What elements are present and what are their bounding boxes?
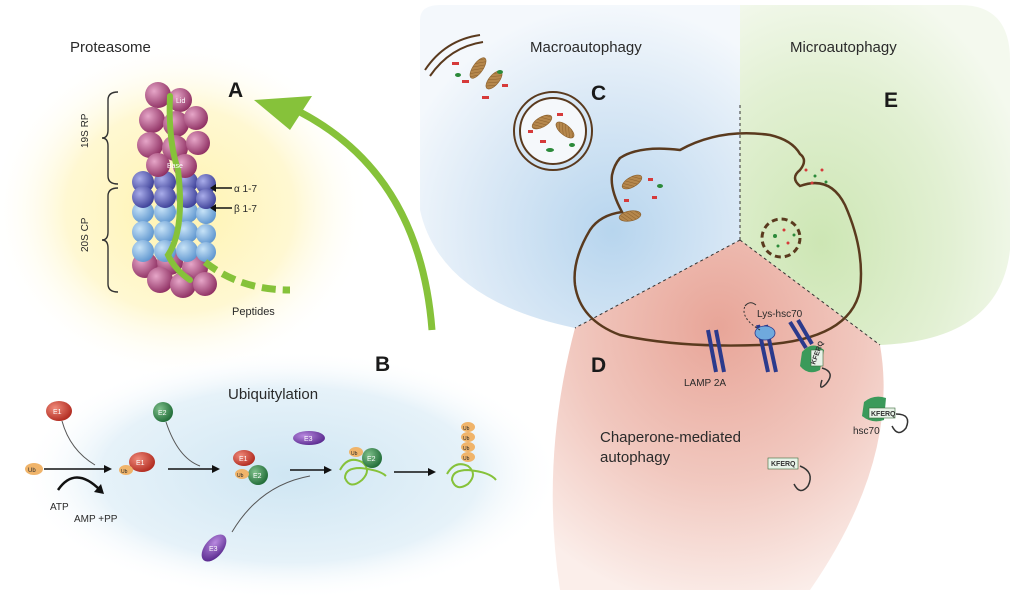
cp-label: 20S CP [80, 217, 91, 252]
microautophagy-title: Microautophagy [790, 39, 897, 56]
base-label: Base [167, 163, 183, 170]
svg-text:E3: E3 [304, 436, 313, 443]
cp-brace [101, 187, 119, 293]
cma-title-line1: Chaperone-mediated [600, 429, 741, 446]
ubiquitylation-cascade: E1 Ub ATP AMP +PP E1 Ub E2 E1 E2 Ub E3 E… [25, 401, 497, 562]
lysosome-micro-content [804, 168, 828, 185]
lysosome-macro-content [618, 174, 663, 222]
letter-d: D [591, 354, 606, 377]
micro-vesicle [760, 217, 802, 259]
kferq-substrate: KFERQ [767, 457, 811, 492]
e3-lower [201, 534, 227, 562]
svg-text:E2: E2 [158, 410, 167, 417]
svg-text:Ub: Ub [463, 456, 470, 462]
proteasome-alpha-rings [132, 171, 216, 209]
svg-text:Ub: Ub [121, 469, 128, 475]
lamp2a-translocation-complex [743, 302, 778, 373]
svg-text:Ub: Ub [463, 446, 470, 452]
svg-text:E3: E3 [209, 546, 218, 553]
green-arrow-head [254, 96, 312, 130]
hsc70-chaperone: KFERQ hsc70 [853, 396, 909, 437]
svg-text:E1: E1 [136, 460, 145, 467]
beta-label: β 1-7 [234, 204, 257, 215]
lid-label: Lid [176, 98, 185, 105]
lysosome-membrane [573, 132, 863, 347]
svg-text:KFERQ: KFERQ [771, 461, 796, 468]
autophagosome [513, 91, 593, 171]
svg-text:Ub: Ub [237, 473, 244, 479]
green-arrow-shaft [298, 108, 436, 331]
letter-b: B [375, 353, 390, 376]
svg-text:E2: E2 [253, 473, 262, 480]
lys-hsc70: Lys-hsc70 KFERQ [757, 309, 831, 388]
svg-text:KFERQ: KFERQ [871, 411, 896, 418]
cma-machinery: LAMP 2A Lys-hsc70 KFERQ KFERQ hsc70 [684, 302, 909, 492]
hsc70-label: hsc70 [853, 426, 880, 437]
letter-a: A [228, 79, 243, 102]
peptides-strand [202, 259, 291, 294]
rp-brace [101, 91, 119, 185]
svg-text:Ub: Ub [351, 451, 358, 457]
svg-text:Ub: Ub [28, 468, 36, 474]
atp-label: ATP [50, 502, 69, 513]
cma-title-line2: autophagy [600, 449, 671, 466]
svg-text:Ub: Ub [463, 436, 470, 442]
e3-free [293, 431, 325, 445]
e1-ub-complex [129, 452, 155, 472]
proteasome-complex: 19S RP 20S CP [80, 82, 291, 318]
lamp2a-receptor: LAMP 2A [684, 329, 726, 389]
polyubiquitinated-substrate: Ub Ub Ub Ub [446, 422, 497, 489]
amp-label: AMP +PP [74, 514, 118, 525]
peptides-label: Peptides [232, 306, 275, 318]
phagophore [424, 34, 508, 99]
e2-free [153, 402, 173, 422]
proteasome-title: Proteasome [70, 39, 151, 56]
svg-text:E1: E1 [53, 409, 62, 416]
lys-hsc70-label: Lys-hsc70 [757, 309, 803, 320]
e2-substrate-complex: E2 Ub [339, 447, 387, 486]
divider-macro-cma [574, 239, 741, 329]
rp-label: 19S RP [80, 113, 91, 148]
macroautophagy-title: Macroautophagy [530, 39, 642, 56]
macroautophagy-region [420, 5, 740, 328]
e1-free [46, 401, 72, 421]
microautophagy-region [740, 5, 1010, 345]
e1-e2-complex [233, 450, 255, 466]
green-arrow [254, 96, 436, 331]
divider-micro-cma [739, 239, 881, 346]
proteasome-top-rp [137, 82, 210, 178]
alpha-label: α 1-7 [234, 184, 257, 195]
letter-c: C [591, 82, 606, 105]
letter-e: E [884, 89, 898, 112]
lamp2a-label: LAMP 2A [684, 378, 726, 389]
svg-text:E1: E1 [239, 456, 248, 463]
substrate-strand [164, 93, 193, 283]
ubiquitylation-title: Ubiquitylation [228, 386, 318, 403]
svg-text:Ub: Ub [463, 426, 470, 432]
ub-free [25, 463, 43, 475]
svg-text:E2: E2 [367, 456, 376, 463]
atp-curve-arrow [56, 476, 101, 491]
lysosome [573, 132, 863, 347]
proteasome-beta-rings [132, 201, 216, 262]
